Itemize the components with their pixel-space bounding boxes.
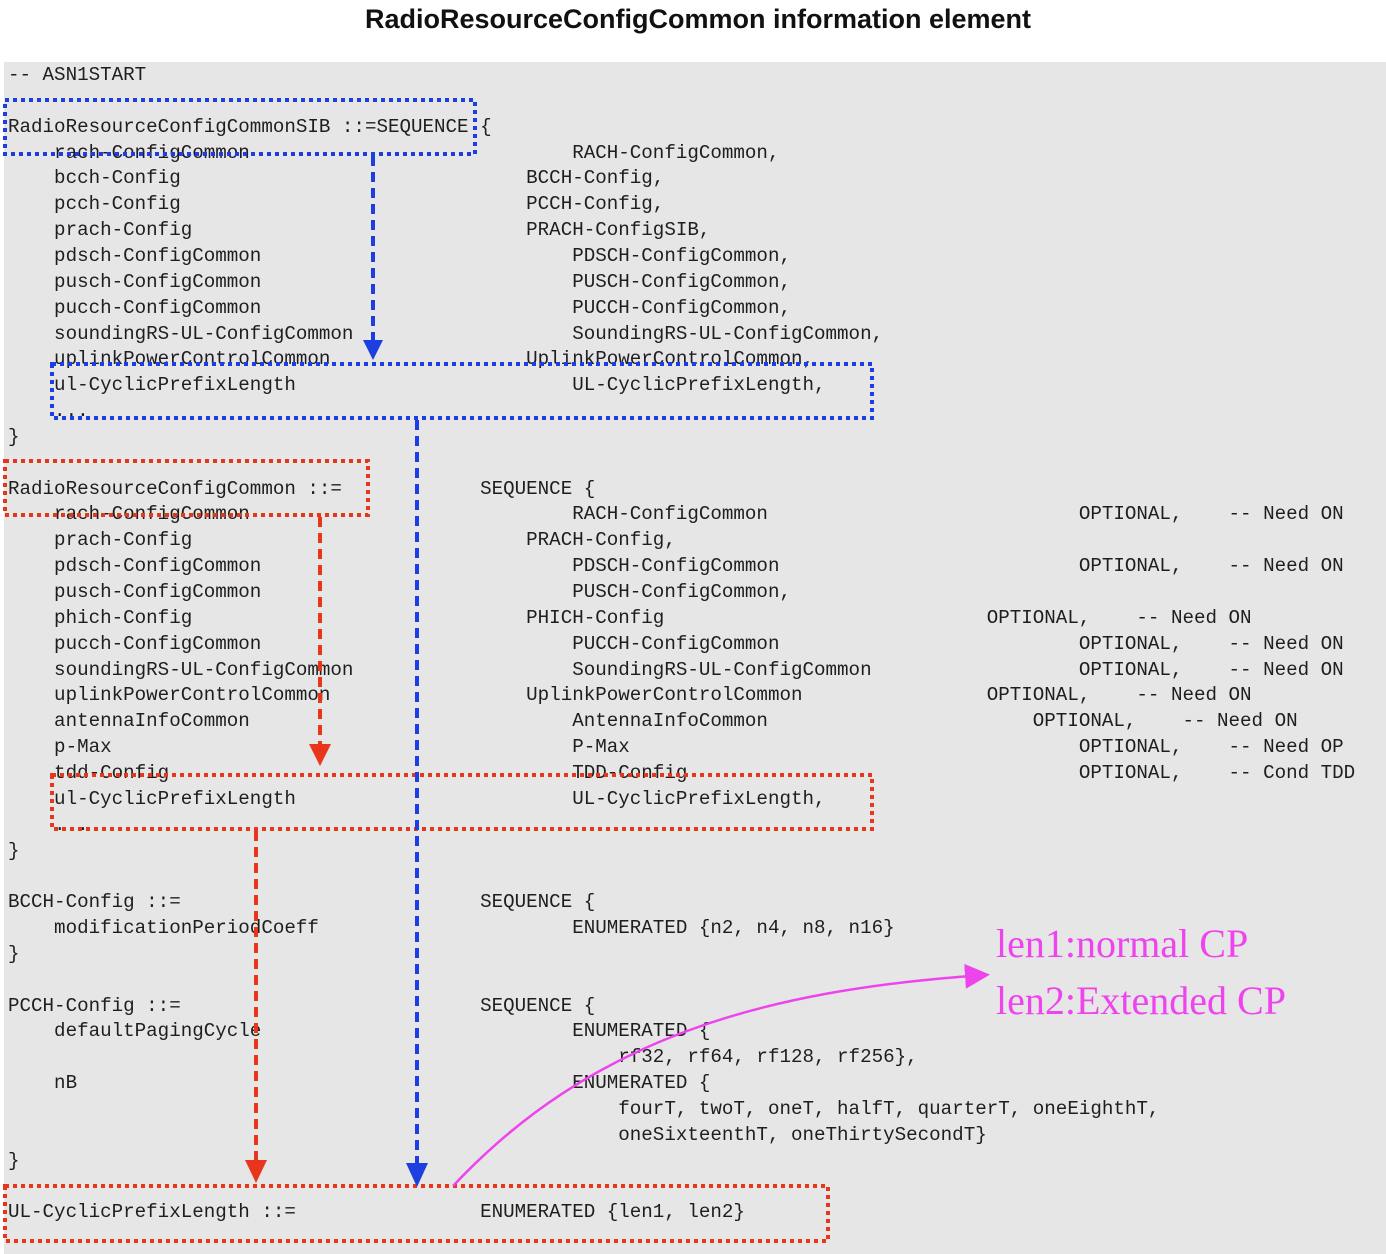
blue-arrow-head-2	[406, 1163, 428, 1187]
code-line: ul-CyclicPrefixLength UL-CyclicPrefixLen…	[8, 787, 826, 810]
code-line: pusch-ConfigCommon PUSCH-ConfigCommon,	[8, 581, 791, 603]
code-line: oneSixteenthT, oneThirtySecondT}	[8, 1123, 987, 1146]
code-line: }	[8, 839, 20, 862]
code-line: fourT, twoT, oneT, halfT, quarterT, oneE…	[8, 1098, 1160, 1120]
red-arrow-head-1	[309, 744, 331, 766]
code-line: rf32, rf64, rf128, rf256},	[8, 1046, 918, 1069]
code-line: p-Max P-Max OPTIONAL, -- Need OP	[8, 736, 1344, 759]
blue-arrow-sib-head-1	[363, 340, 383, 360]
code-line: modificationPeriodCoeff ENUMERATED {n2, …	[8, 917, 895, 940]
code-line: pusch-ConfigCommon PUSCH-ConfigCommon,	[8, 270, 791, 293]
code-line: RadioResourceConfigCommonSIB ::=SEQUENCE…	[8, 115, 492, 138]
code-line: pdsch-ConfigCommon PDSCH-ConfigCommon OP…	[8, 555, 1344, 578]
code-line: pdsch-ConfigCommon PDSCH-ConfigCommon,	[8, 244, 791, 267]
code-line: antennaInfoCommon AntennaInfoCommon OPTI…	[8, 710, 1298, 733]
code-line: ...	[8, 400, 89, 423]
code-line: ul-CyclicPrefixLength UL-CyclicPrefixLen…	[8, 374, 826, 397]
code-line: -- ASN1START	[8, 64, 147, 86]
code-line: nB ENUMERATED {	[8, 1072, 711, 1095]
code-line: prach-Config PRACH-ConfigSIB,	[8, 219, 711, 242]
code-line: defaultPagingCycle ENUMERATED {	[8, 1020, 711, 1043]
code-line: PCCH-Config ::= SEQUENCE {	[8, 994, 596, 1017]
sib-header-highlight-box	[3, 98, 477, 156]
code-line: RadioResourceConfigCommon ::= SEQUENCE {	[8, 477, 596, 500]
code-line: pucch-ConfigCommon PUCCH-ConfigCommon OP…	[8, 632, 1344, 655]
annotation-line: len1:normal CP	[996, 921, 1249, 966]
ul-cp-definition-highlight-box	[3, 1184, 830, 1243]
common-header-highlight-box	[3, 459, 370, 517]
code-line: phich-Config PHICH-Config OPTIONAL, -- N…	[8, 606, 1252, 629]
code-listing-background	[4, 62, 1386, 1254]
code-line: rach-ConfigCommon RACH-ConfigCommon,	[8, 141, 780, 164]
code-line: }	[8, 425, 20, 448]
code-line: }	[8, 1149, 20, 1172]
red-arrow-head-2	[245, 1160, 267, 1183]
code-line: soundingRS-UL-ConfigCommon SoundingRS-UL…	[8, 658, 1344, 681]
code-line: UL-CyclicPrefixLength ::= ENUMERATED {le…	[8, 1201, 745, 1224]
common-ul-cp-highlight-box	[50, 773, 874, 831]
code-line: bcch-Config BCCH-Config,	[8, 167, 665, 190]
code-line: pucch-ConfigCommon PUCCH-ConfigCommon,	[8, 296, 791, 319]
annotation-line: len2:Extended CP	[996, 978, 1286, 1023]
code-line: uplinkPowerControlCommon UplinkPowerCont…	[8, 684, 1252, 707]
code-line: soundingRS-UL-ConfigCommon SoundingRS-UL…	[8, 322, 884, 345]
magenta-annotation-arrow	[452, 963, 990, 1187]
code-line: pcch-Config PCCH-Config,	[8, 193, 665, 216]
code-line: prach-Config PRACH-Config,	[8, 529, 676, 552]
sib-ul-cp-highlight-box	[50, 362, 874, 420]
page-title: RadioResourceConfigCommon information el…	[364, 4, 1032, 34]
code-line: tdd-Config TDD-Config OPTIONAL, -- Cond …	[8, 761, 1356, 784]
code-line: }	[8, 942, 20, 965]
code-line: BCCH-Config ::= SEQUENCE {	[8, 891, 596, 914]
